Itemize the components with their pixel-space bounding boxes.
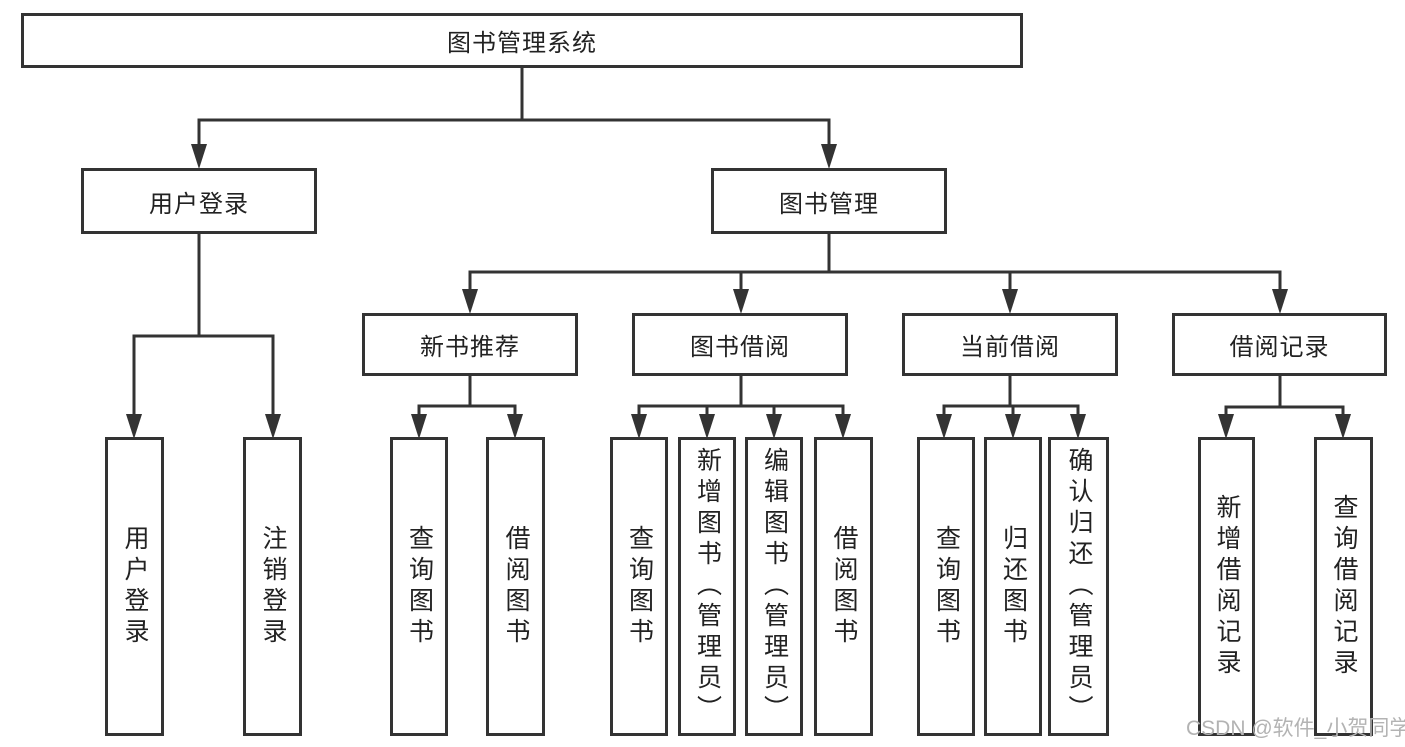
arrowhead-down-icon bbox=[936, 414, 952, 439]
node-root: 图书管理系统 bbox=[21, 13, 1023, 68]
leaf-borrow-books-1: 借阅图书 bbox=[486, 437, 545, 736]
node-book-borrow: 图书借阅 bbox=[632, 313, 848, 376]
arrowhead-down-icon bbox=[835, 414, 851, 439]
node-current-borrow: 当前借阅 bbox=[902, 313, 1118, 376]
connector-book-management-branch bbox=[468, 232, 1282, 293]
arrowhead-down-icon bbox=[699, 414, 715, 439]
node-borrow-records: 借阅记录 bbox=[1172, 313, 1387, 376]
connector-borrow-records-branch bbox=[1224, 374, 1345, 418]
node-book-management: 图书管理 bbox=[711, 168, 947, 234]
leaf-edit-books-admin: 编辑图书（管理员） bbox=[745, 437, 803, 736]
watermark: CSDN @软件_小贺同学 bbox=[1186, 717, 1405, 740]
node-new-book-recommend: 新书推荐 bbox=[362, 313, 578, 376]
leaf-query-books-1: 查询图书 bbox=[390, 437, 448, 736]
arrowhead-down-icon bbox=[766, 414, 782, 439]
connector-root-branch bbox=[197, 66, 831, 149]
leaf-add-books-admin: 新增图书（管理员） bbox=[678, 437, 736, 736]
leaf-logout: 注销登录 bbox=[243, 437, 302, 736]
arrowhead-down-icon bbox=[126, 414, 142, 439]
leaf-query-books-2: 查询图书 bbox=[610, 437, 668, 736]
arrowhead-down-icon bbox=[1335, 414, 1351, 439]
leaf-borrow-books-2: 借阅图书 bbox=[814, 437, 873, 736]
arrowhead-down-icon bbox=[1218, 414, 1234, 439]
arrowhead-down-icon bbox=[1272, 289, 1288, 314]
connector-new-book-branch bbox=[417, 374, 517, 418]
arrowhead-down-icon bbox=[1070, 414, 1086, 439]
leaf-query-books-3: 查询图书 bbox=[917, 437, 975, 736]
connector-book-borrow-branch bbox=[637, 374, 845, 418]
arrowhead-down-icon bbox=[265, 414, 281, 439]
leaf-query-borrow-record: 查询借阅记录 bbox=[1314, 437, 1373, 736]
arrowhead-down-icon bbox=[733, 289, 749, 314]
leaf-confirm-return-admin: 确认归还（管理员） bbox=[1048, 437, 1109, 736]
leaf-add-borrow-record: 新增借阅记录 bbox=[1198, 437, 1255, 736]
arrowhead-down-icon bbox=[191, 144, 207, 169]
arrowhead-down-icon bbox=[631, 414, 647, 439]
arrowhead-down-icon bbox=[1002, 289, 1018, 314]
connector-user-login-branch bbox=[132, 232, 275, 417]
arrowhead-down-icon bbox=[507, 414, 523, 439]
arrowhead-down-icon bbox=[1005, 414, 1021, 439]
arrowhead-down-icon bbox=[821, 144, 837, 169]
arrowhead-down-icon bbox=[411, 414, 427, 439]
leaf-return-books: 归还图书 bbox=[984, 437, 1042, 736]
leaf-user-login: 用户登录 bbox=[105, 437, 164, 736]
arrowhead-down-icon bbox=[462, 289, 478, 314]
node-user-login: 用户登录 bbox=[81, 168, 317, 234]
connector-current-borrow-branch bbox=[942, 374, 1080, 418]
